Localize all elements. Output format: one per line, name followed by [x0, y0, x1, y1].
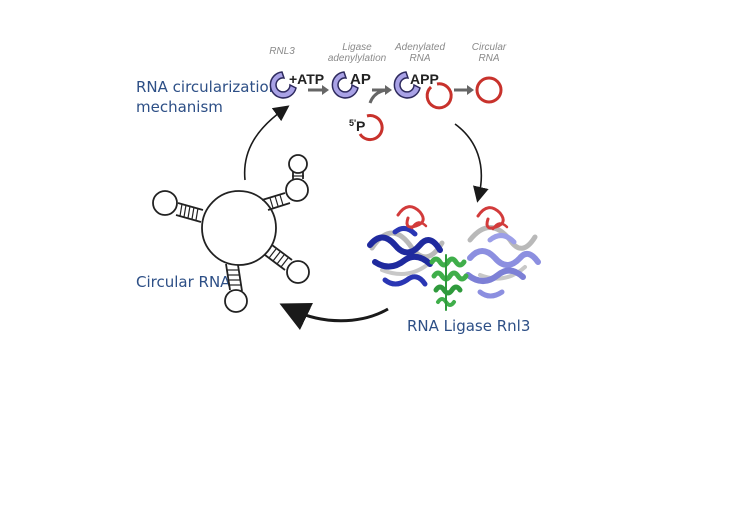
enzyme-app-icon [393, 71, 421, 99]
circular-rna-label: Circular RNA [136, 273, 231, 291]
mechanism-label-line2: mechanism [136, 98, 223, 116]
mechanism-label: RNA circularization mechanism [136, 77, 278, 117]
step-symbol-atp: +ATP [289, 71, 324, 87]
ligase-label: RNA Ligase Rnl3 [407, 317, 531, 335]
adenylated-rna-icon [425, 82, 453, 110]
mechanism-label-line1: RNA circularization [136, 78, 279, 96]
step-caption-adenylated-rna: Adenylated RNA [394, 42, 446, 64]
substrate-superscript: 5' [349, 118, 356, 128]
step-symbol-ap: AP [350, 71, 371, 88]
cycle-arrow-to-circular-rna [279, 303, 389, 331]
enzyme-ap-icon [331, 71, 359, 99]
step-caption-rnl3: RNL3 [269, 46, 295, 57]
cycle-arrow-to-mechanism [243, 105, 290, 181]
circular-rna-product-icon [475, 76, 503, 104]
enzyme-rnl3-icon [269, 71, 297, 99]
step-arrow-2 [368, 85, 392, 104]
linear-rna-icon [358, 114, 384, 142]
step-symbol-app: APP [410, 71, 439, 87]
substrate-phosphate-label: P [356, 118, 365, 134]
cycle-arrow-to-ligase [454, 123, 489, 203]
step-caption-circular-rna: Circular RNA [471, 42, 507, 64]
step-arrow-1 [308, 85, 329, 95]
circular-rna-structure [152, 154, 310, 313]
rnl3-protein-structure [367, 205, 541, 311]
step-caption-ligase-adenylylation: Ligase adenylylation [327, 42, 387, 64]
step-arrow-3 [454, 85, 474, 95]
